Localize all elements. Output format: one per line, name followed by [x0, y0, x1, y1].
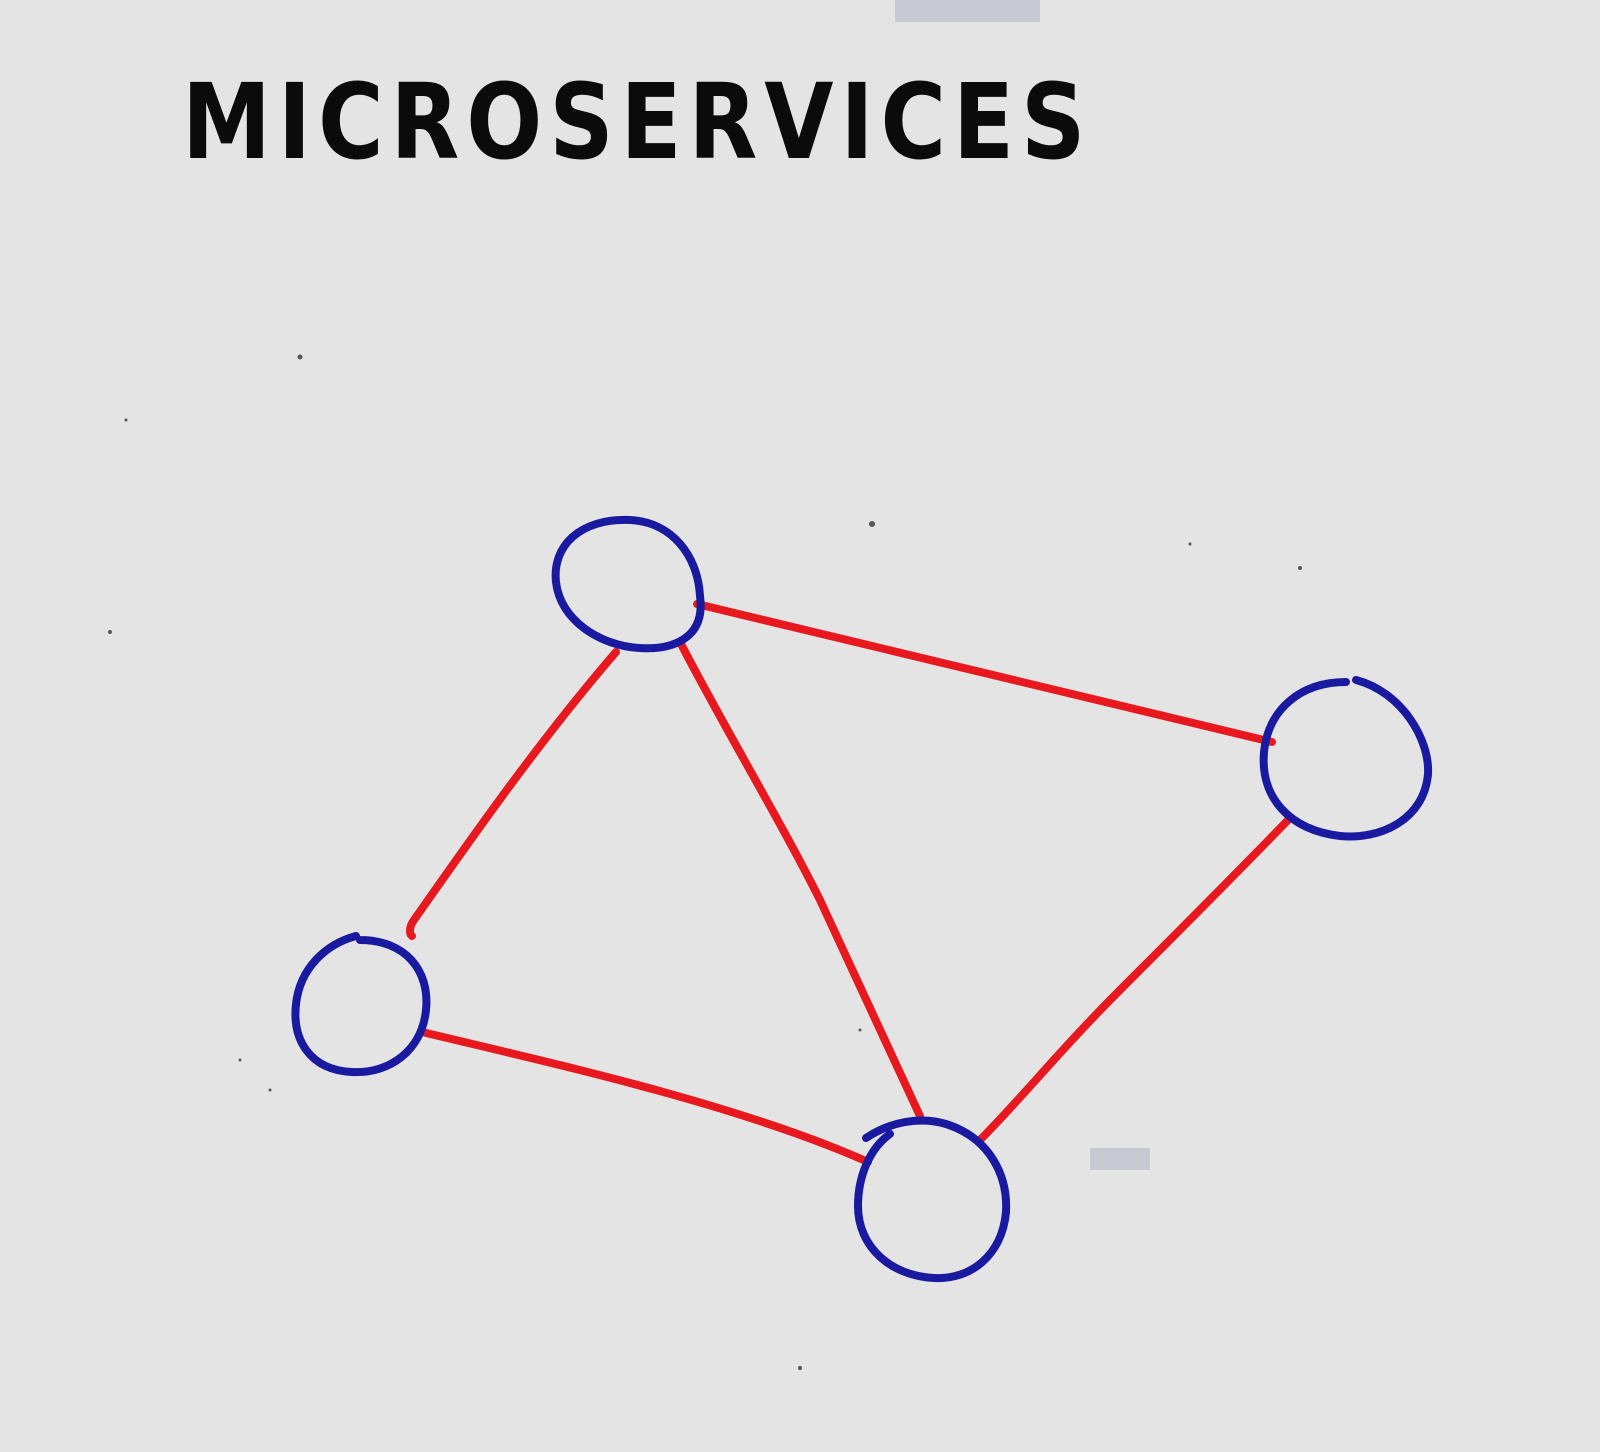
node-right	[1259, 676, 1433, 841]
node-bottom	[853, 1116, 1011, 1283]
diagram-title: MICROSERVICES	[182, 61, 1093, 183]
edge-left-bottom	[418, 1028, 872, 1166]
node-top	[551, 515, 705, 653]
board-smudge	[895, 0, 1040, 22]
edge-top-left	[406, 648, 620, 940]
edge-right-bottom	[976, 814, 1294, 1144]
edge-top-right	[693, 600, 1276, 746]
edge-top-bottom	[676, 638, 924, 1120]
board-specks	[108, 354, 1302, 1370]
node-left	[291, 932, 431, 1077]
board-smudge	[1090, 1148, 1150, 1170]
